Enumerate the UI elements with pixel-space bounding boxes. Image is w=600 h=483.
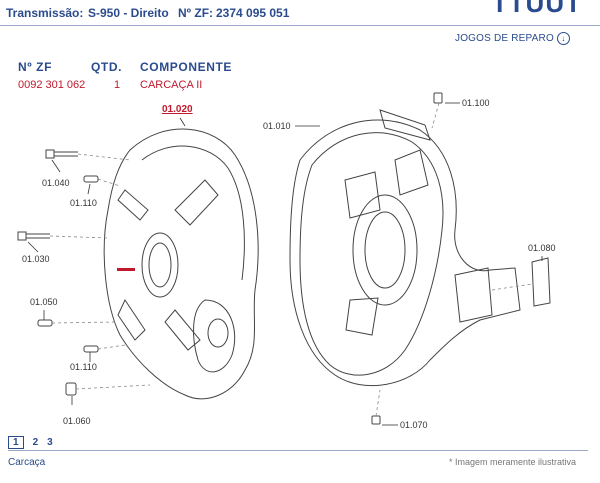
jogos-de-reparo-link[interactable]: JOGOS DE REPARO↓ [455,32,570,45]
front-plate-part [103,128,259,400]
transmissao-value: S-950 - Direito [88,6,169,20]
col-header-componente: COMPONENTE [140,60,233,74]
callout-01010: 01.010 [263,121,291,131]
callout-01110-a: 01.110 [70,198,97,208]
row-qtd: 1 [114,79,121,91]
illustrative-note: * Imagem meramente ilustrativa [448,457,576,467]
col-header-qtd: QTD. [91,60,123,74]
transmissao-label: Transmissão: [6,6,84,20]
callout-01080: 01.080 [528,243,556,253]
pin-01050 [37,319,53,327]
callout-01070: 01.070 [400,420,428,430]
bolt-01040 [45,149,78,159]
top-bar: Transmissão: S-950 - Direito Nº ZF: 2374… [0,0,600,24]
pin-01110-a [83,175,99,183]
plug-01060 [65,382,77,396]
plug-01100 [433,92,443,104]
zf-label: Nº ZF: [178,6,214,20]
row-componente: CARCAÇA II [140,79,203,91]
callout-01100: 01.100 [462,98,490,108]
page-1-button[interactable]: 1 [8,436,24,449]
header-divider [0,25,600,26]
page-2-button[interactable]: 2 [32,437,39,448]
page-3-button[interactable]: 3 [47,437,53,448]
callout-01020: 01.020 [162,104,193,115]
row-zf: 0092 301 062 [18,79,86,91]
zf-value: 2374 095 051 [216,6,290,20]
callout-01040: 01.040 [42,178,70,188]
jogos-de-reparo-label: JOGOS DE REPARO [455,33,554,45]
front-plate-bore [141,232,179,298]
plate-01080-part [531,257,551,307]
plug-01070 [371,415,381,425]
callout-01110-b: 01.110 [70,362,97,372]
brand-logo-text: TTUUT [491,0,582,18]
pin-01110-b [83,345,99,353]
component-caption: Carcaça [8,457,46,468]
callout-01050: 01.050 [30,297,58,307]
footer-divider [8,450,588,451]
download-arrow-icon: ↓ [556,32,570,45]
callout-01060: 01.060 [63,416,91,426]
housing-bore [352,194,418,306]
housing-part [289,119,521,387]
bolt-01030 [17,231,50,241]
col-header-zf: Nº ZF [18,60,53,74]
callout-01030: 01.030 [22,254,50,264]
